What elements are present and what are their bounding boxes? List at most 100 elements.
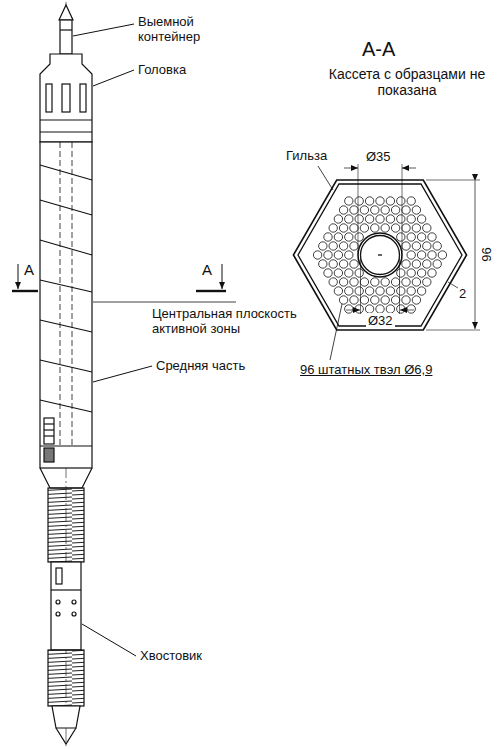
leader-lines — [12, 24, 236, 656]
fuel-rod — [381, 296, 389, 304]
fuel-rod — [391, 296, 399, 304]
fuel-rod — [365, 287, 373, 295]
fuel-rod — [313, 251, 321, 259]
section-view — [293, 164, 480, 360]
fuel-rod — [319, 260, 327, 268]
fuel-rod — [417, 269, 425, 277]
fuel-rod — [428, 233, 436, 241]
fuel-rod — [329, 278, 337, 286]
section-mark: А — [24, 262, 34, 277]
fuel-rod — [386, 215, 394, 223]
part-label: 96 штатных твэл Ø6,9 — [300, 362, 432, 377]
fuel-rod — [355, 269, 363, 277]
part-label: Выемной контейнер — [138, 14, 228, 44]
fuel-rod — [417, 251, 425, 259]
fuel-rod — [329, 242, 337, 250]
fuel-rod — [345, 287, 353, 295]
fuel-rod — [360, 224, 368, 232]
fuel-rod — [350, 296, 358, 304]
fuel-rod — [355, 197, 363, 205]
fuel-rod — [350, 224, 358, 232]
fuel-rod — [433, 260, 441, 268]
dimension-text: Ø35 — [366, 149, 391, 164]
fuel-rod — [345, 233, 353, 241]
fuel-rod — [345, 197, 353, 205]
fuel-rod — [407, 215, 415, 223]
dimension-text: Ø32 — [366, 313, 395, 328]
fuel-rod — [376, 287, 384, 295]
fuel-rod — [402, 206, 410, 214]
fuel-rod — [350, 206, 358, 214]
fuel-rod — [428, 251, 436, 259]
fuel-rod — [371, 224, 379, 232]
fuel-rod — [407, 233, 415, 241]
fuel-rod — [339, 260, 347, 268]
part-label: Центральная плоскость активной зоны — [152, 306, 324, 336]
fuel-rod — [391, 224, 399, 232]
fuel-rod — [428, 269, 436, 277]
fuel-rod — [329, 224, 337, 232]
fuel-rod — [381, 206, 389, 214]
fuel-rod — [407, 305, 415, 313]
fuel-rod — [423, 242, 431, 250]
note-text: Кассета с образцами не показана — [322, 66, 492, 98]
fuel-rod — [397, 215, 405, 223]
section-mark: А — [202, 262, 212, 277]
fuel-rod — [412, 224, 420, 232]
fuel-rod — [324, 251, 332, 259]
fuel-rod — [355, 215, 363, 223]
part-label: Хвостовик — [140, 648, 202, 663]
fuel-rod — [334, 215, 342, 223]
fuel-rod — [324, 269, 332, 277]
dimension-text: 2 — [458, 286, 467, 301]
fuel-rod — [391, 278, 399, 286]
part-label: Головка — [138, 62, 186, 77]
fuel-rod — [350, 278, 358, 286]
fuel-rod — [423, 278, 431, 286]
fuel-rod — [339, 278, 347, 286]
fuel-rod — [402, 278, 410, 286]
fuel-rod — [402, 296, 410, 304]
fuel-rod — [433, 242, 441, 250]
fuel-rod — [412, 260, 420, 268]
fuel-rod — [334, 269, 342, 277]
fuel-rod — [407, 197, 415, 205]
dimension-text: 96 — [479, 246, 494, 262]
fuel-rod — [397, 287, 405, 295]
fuel-rod — [355, 305, 363, 313]
fuel-rod — [339, 242, 347, 250]
fuel-rod — [345, 215, 353, 223]
fuel-rod — [412, 296, 420, 304]
fuel-rod — [365, 197, 373, 205]
fuel-rod — [355, 287, 363, 295]
fuel-rod — [345, 269, 353, 277]
fuel-rod — [334, 287, 342, 295]
fuel-rod — [397, 305, 405, 313]
fuel-rod — [329, 260, 337, 268]
fuel-rod — [376, 305, 384, 313]
fuel-rod — [407, 269, 415, 277]
section-title: А-А — [362, 38, 395, 60]
fuel-rod — [334, 251, 342, 259]
fuel-rod — [417, 215, 425, 223]
fuel-rod — [397, 233, 405, 241]
fuel-rod — [319, 242, 327, 250]
fuel-rod — [423, 260, 431, 268]
fuel-rod — [417, 287, 425, 295]
fuel-rod — [371, 278, 379, 286]
part-label: Средняя часть — [156, 358, 245, 373]
fuel-rod — [381, 224, 389, 232]
fuel-rod — [407, 251, 415, 259]
fuel-rod — [355, 233, 363, 241]
fuel-rod — [345, 305, 353, 313]
fuel-rod — [376, 215, 384, 223]
fuel-rod — [397, 269, 405, 277]
fuel-rod — [339, 224, 347, 232]
fuel-rod — [365, 215, 373, 223]
fuel-assembly — [40, 2, 92, 746]
part-label: Гильза — [286, 148, 327, 163]
fuel-rod — [423, 224, 431, 232]
fuel-rod — [386, 287, 394, 295]
fuel-rod — [402, 224, 410, 232]
fuel-rod — [345, 251, 353, 259]
